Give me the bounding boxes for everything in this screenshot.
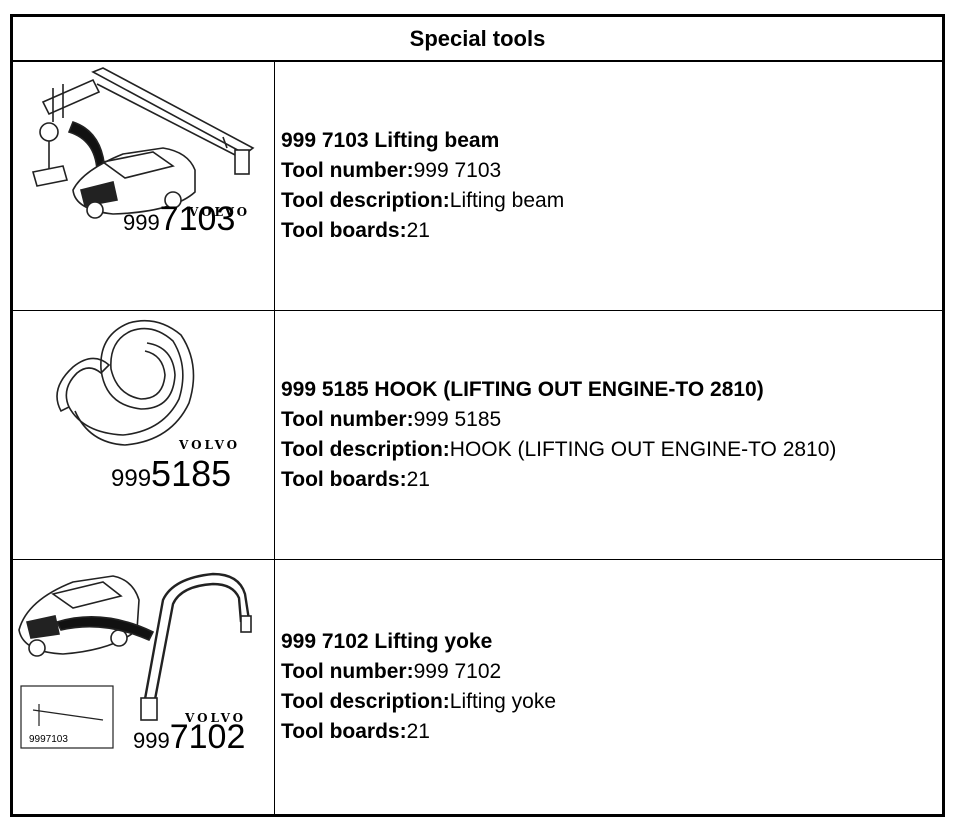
tool-description-line: Tool description:Lifting yoke [281, 687, 942, 717]
part-number-suffix: 7102 [169, 718, 246, 756]
tool-description-label: Tool description: [281, 189, 450, 212]
part-number-label: 9995185 [111, 453, 231, 495]
tool-number-value: 999 5185 [413, 408, 502, 431]
table-title: Special tools [409, 25, 546, 51]
tool-boards-line: Tool boards:21 [281, 216, 942, 246]
tool-row-7103: VOLVO 9997103 999 7103 Lifting beam Tool… [13, 62, 942, 311]
volvo-logo: VOLVO [184, 711, 246, 725]
tool-boards-value: 21 [406, 468, 430, 491]
tool-info-cell: 999 7102 Lifting yoke Tool number:999 71… [275, 560, 942, 814]
tool-info-cell: 999 5185 HOOK (LIFTING OUT ENGINE-TO 281… [275, 311, 942, 559]
tool-boards-value: 21 [406, 720, 430, 743]
tool-number-value: 999 7102 [413, 660, 502, 683]
tool-heading: 999 7102 Lifting yoke [281, 630, 493, 653]
tool-boards-value: 21 [406, 219, 430, 242]
tool-image-cell: VOLVO 9995185 [13, 311, 275, 559]
special-tools-table: Special tools [10, 14, 945, 817]
tool-number-value: 999 7103 [413, 159, 502, 182]
lifting-yoke-illustration: 9997103 VOLVO [18, 572, 252, 749]
lifting-beam-illustration: VOLVO [31, 67, 255, 219]
table-header: Special tools [13, 17, 942, 62]
tool-row-5185: VOLVO 9995185 999 5185 HOOK (LIFTING OUT… [13, 311, 942, 560]
tool-description-value: Lifting beam [449, 189, 565, 212]
tool-row-7102: 9997103 VOLVO 9997102 999 7102 Lifting y… [13, 560, 942, 814]
part-number-label: 9997102 [133, 718, 245, 757]
part-number-prefix: 999 [133, 728, 170, 753]
tool-image-cell: VOLVO 9997103 [13, 62, 275, 310]
part-number-suffix: 7103 [159, 200, 236, 238]
tool-number-line: Tool number:999 7103 [281, 156, 942, 186]
part-number-prefix: 999 [123, 210, 160, 235]
part-number-suffix: 5185 [151, 453, 232, 494]
tool-description-line: Tool description:HOOK (LIFTING OUT ENGIN… [281, 435, 942, 465]
tool-description-value: HOOK (LIFTING OUT ENGINE-TO 2810) [449, 438, 837, 461]
tool-boards-label: Tool boards: [281, 720, 407, 743]
tool-description-label: Tool description: [281, 438, 450, 461]
tool-description-line: Tool description:Lifting beam [281, 186, 942, 216]
tool-info-cell: 999 7103 Lifting beam Tool number:999 71… [275, 62, 942, 310]
part-number-label: 9997103 [123, 200, 235, 239]
tool-number-label: Tool number: [281, 660, 414, 683]
tool-heading: 999 5185 HOOK (LIFTING OUT ENGINE-TO 281… [281, 378, 764, 401]
tool-description-label: Tool description: [281, 690, 450, 713]
tool-number-label: Tool number: [281, 159, 414, 182]
tool-heading: 999 7103 Lifting beam [281, 129, 500, 152]
tool-number-label: Tool number: [281, 408, 414, 431]
tool-number-line: Tool number:999 5185 [281, 405, 942, 435]
tool-boards-line: Tool boards:21 [281, 717, 942, 747]
tool-boards-label: Tool boards: [281, 219, 407, 242]
volvo-logo: VOLVO [188, 205, 250, 219]
tool-boards-line: Tool boards:21 [281, 465, 942, 495]
volvo-logo: VOLVO [178, 438, 240, 452]
tool-image-cell: 9997103 VOLVO 9997102 [13, 560, 275, 814]
tool-description-value: Lifting yoke [449, 690, 557, 713]
part-number-prefix: 999 [111, 465, 152, 492]
tool-boards-label: Tool boards: [281, 468, 407, 491]
inset-label: 9997103 [29, 734, 68, 745]
tool-number-line: Tool number:999 7102 [281, 657, 942, 687]
hook-illustration: VOLVO [56, 319, 240, 452]
